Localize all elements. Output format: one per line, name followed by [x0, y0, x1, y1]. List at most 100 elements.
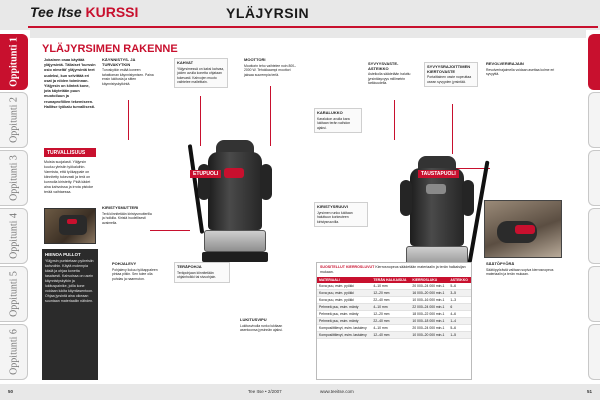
right-tab-2[interactable]: [588, 92, 600, 148]
footer-issue: Tee Itse • 2/2007: [248, 389, 282, 394]
speed-table-caption-text: Kierrosnopeus säädetään materiaalin ja t…: [320, 265, 466, 274]
table-cell: Kova puu, esim. pyökki: [317, 289, 372, 297]
annotation-text: Portaittainen vaste nopeuttaa usean syvy…: [427, 75, 472, 84]
front-label: ETUPUOLI: [190, 170, 222, 178]
annotation-turret: REVOLVERIRAJAIN Revolverirajaimella void…: [486, 61, 560, 77]
table-cell: 1–4: [448, 317, 471, 325]
tab-label: Oppitunti 3: [8, 155, 19, 201]
page-number-left: 50: [8, 389, 14, 394]
table-cell: Pehmeä puu, esim. mänty: [317, 310, 372, 318]
annotation-heading: MOOTTORI: [244, 57, 266, 62]
annotation-text: Karalukon avulla kara lukitaan terän vai…: [317, 116, 351, 130]
table-cell: 22 000–24 000 min-1: [410, 303, 449, 311]
annotation-heading: TERÄPOHJA: [177, 264, 202, 269]
table-cell: 18 000–22 000 min-1: [410, 310, 449, 318]
leader-line: [452, 104, 453, 154]
leader-line: [150, 230, 190, 231]
page-footer: 50 Tee Itse • 2/2007 www.teeitse.com 51: [0, 384, 600, 400]
annotation-text: Asteikolla säädetään haluttu jyrsintäsyv…: [368, 72, 411, 86]
right-tab-6[interactable]: [588, 324, 600, 380]
annotation-heading: POHJALEVY: [112, 261, 137, 266]
right-handle: [260, 164, 272, 200]
table-header: MATERIAALI: [317, 276, 372, 283]
right-handle: [462, 180, 474, 216]
table-cell: 22–40 mm: [371, 317, 411, 325]
grip-photo: [44, 208, 96, 244]
annotation-text: Teräpohjaan kiinnitetään ohjainholkki ta…: [177, 270, 217, 280]
lesson-tabs: Oppitunti 1 Oppitunti 2 Oppitunti 3 Oppi…: [0, 30, 30, 382]
article-title: YLÄJYRSIMEN RAKENNE: [42, 43, 178, 55]
section-title: YLÄJYRSIN: [226, 5, 310, 21]
table-cell: 12–20 mm: [371, 310, 411, 318]
annotation-heading: KÄYNNISTYS- JA TURVAKYTKIN: [102, 57, 136, 67]
table-cell: 12–40 mm: [371, 331, 411, 339]
router-base: [204, 230, 266, 252]
tab-label: Oppitunti 5: [8, 271, 19, 317]
switch-image: [67, 219, 77, 224]
table-cell: 10 000–20 000 min-1: [410, 331, 449, 339]
tab-label: Oppitunti 4: [8, 213, 19, 259]
annotation-text: Lukitusvivulla runko lukitaan asentoonsa…: [240, 323, 283, 333]
annotation-text: Jyrsimen runko lukitaan haluttuun korkeu…: [317, 210, 353, 224]
right-tab-3[interactable]: [588, 150, 600, 206]
annotation-heading: KIRISTYSMUTTERI: [102, 205, 139, 210]
table-cell: 4–10 mm: [371, 303, 411, 311]
router-front-image: [187, 134, 272, 284]
tab-label: Oppitunti 1: [8, 37, 19, 87]
annotation-lock-lever: LUKITUSVIPU Lukitusvivulla runko lukitaa…: [240, 317, 294, 333]
table-cell: 1–5: [448, 331, 471, 339]
annotation-spindle-lock: KARALUKKO Karalukon avulla kara lukitaan…: [314, 108, 362, 134]
leader-line: [128, 100, 129, 140]
table-cell: 6: [448, 303, 471, 311]
table-cell: 16 000–20 000 min-1: [410, 289, 449, 297]
table-cell: 4–10 mm: [371, 324, 411, 332]
tab-lesson-5[interactable]: Oppitunti 5: [0, 266, 28, 322]
annotation-speed-dial: SÄÄTÖPYÖRÄ Säätöpyörästä valitaan sopiva…: [486, 261, 560, 277]
brand-accent: KURSSI: [85, 4, 139, 20]
table-header: ASTEIKKO: [448, 276, 471, 283]
router-body: [208, 152, 262, 230]
table-cell: 10 000–16 000 min-1: [410, 296, 449, 304]
leader-line: [270, 86, 271, 146]
annotation-base-plate: POHJALEVY Pohjalevy liukuu työkappaleen …: [112, 261, 164, 281]
tab-label: Oppitunti 6: [8, 329, 19, 375]
table-cell: 1–3: [448, 296, 471, 304]
back-label: TAUSTAPUOLI: [418, 170, 459, 178]
table-header-row: MATERIAALI TERÄN HALKAISIJA KIERROSLUKU …: [317, 276, 471, 283]
table-cell: 3–5: [448, 289, 471, 297]
page-number-right: 51: [586, 389, 592, 394]
annotation-text: Revolverirajaimella voidaan asettaa kolm…: [486, 67, 555, 77]
switch-button: [224, 168, 244, 178]
annotation-heading: KIRISTYSRUUVI: [317, 204, 348, 209]
annotation-switch: KÄYNNISTYS- JA TURVAKYTKIN Turvakytkin e…: [102, 57, 154, 87]
table-cell: Komposiittilevyt, esim. lastulevy: [317, 331, 372, 339]
safety-heading: TURVALLISUUS: [44, 148, 96, 157]
annotation-text: Moottorin teho vaihtelee noin 800–2000 W…: [244, 63, 297, 77]
annotation-text: Terä kiinnitetään kiristysmutterilla ja …: [102, 211, 152, 225]
tab-lesson-2[interactable]: Oppitunti 2: [0, 92, 28, 148]
speed-table-caption-title: SUOSITELLUT KIERROSLUVUT: [320, 265, 375, 269]
right-tab-5[interactable]: [588, 266, 600, 322]
table-cell: 5–6: [448, 282, 471, 290]
header-rule: [28, 26, 598, 28]
speed-table-box: SUOSITELLUT KIERROSLUVUT Kierrosnopeus s…: [316, 262, 472, 380]
intro-text: Jokainen osaa käyttää yläjyrsintä. Tälla…: [44, 58, 96, 109]
tab-lesson-3[interactable]: Oppitunti 3: [0, 150, 28, 206]
right-tab-1[interactable]: [588, 34, 600, 90]
annotation-heading: KARALUKKO: [317, 110, 343, 115]
tab-lesson-4[interactable]: Oppitunti 4: [0, 208, 28, 264]
tab-lesson-1[interactable]: Oppitunti 1: [0, 34, 28, 90]
annotation-heading: SYVYYSVASTE-ASTEIKKO: [368, 61, 399, 71]
tab-lesson-6[interactable]: Oppitunti 6: [0, 324, 28, 380]
right-tab-4[interactable]: [588, 208, 600, 264]
table-cell: Pehmeä puu, esim. mänty: [317, 317, 372, 325]
annotation-heading: KAHVAT: [177, 60, 194, 65]
table-cell: Pehmeä puu, esim. mänty: [317, 303, 372, 311]
safety-text: Muista suojalasit. Yläjyrsin kuuluu ylei…: [44, 160, 94, 194]
table-cell: Komposiittilevyt, esim. lastulevy: [317, 324, 372, 332]
